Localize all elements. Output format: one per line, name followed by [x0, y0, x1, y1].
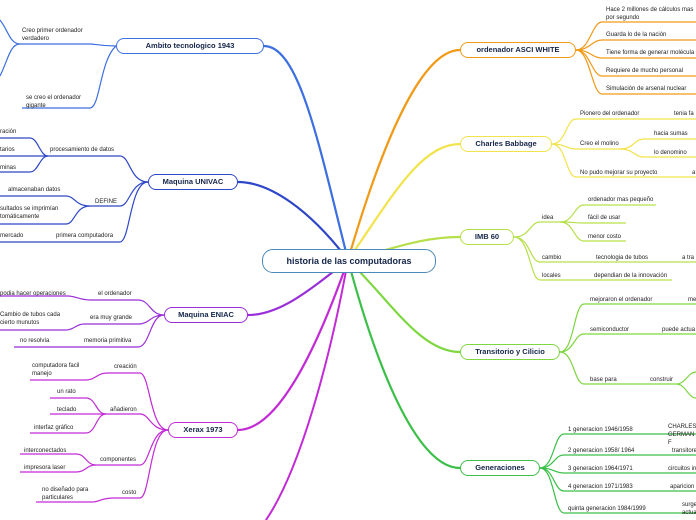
subtopic-procesamiento-child-2[interactable]: tarios: [0, 147, 15, 153]
subtopic-generacion-5[interactable]: quinta generacion 1984/1999: [568, 506, 646, 512]
subtopic-semiconductor[interactable]: semiconductor: [590, 327, 630, 333]
subtopic-era-muy-grande[interactable]: era muy grande: [90, 315, 133, 321]
subtopic-mercado[interactable]: mercado: [0, 233, 24, 239]
subtopic-un-rato[interactable]: un rato: [57, 389, 76, 395]
subtopic-menor-costo[interactable]: menor costo: [588, 234, 622, 240]
subtopic-pionero-ordenador[interactable]: Pionero del ordenador: [580, 111, 640, 117]
subtopic-teclado[interactable]: teclado: [57, 407, 77, 413]
subtopic-podia-hacer-operaciones[interactable]: podia hacer operaciones: [0, 291, 66, 297]
subtopic-memoria-primitiva[interactable]: memoria primitiva: [84, 338, 132, 344]
subtopic-almacenaban-datos[interactable]: almacenaban datos: [8, 187, 61, 193]
subtopic-dependian-innovacion[interactable]: dependian de la innovación: [594, 273, 668, 279]
subtopic-charles-german[interactable]: CHARLES GERMAN F: [668, 424, 696, 446]
central-topic[interactable]: historia de las computadoras: [262, 249, 436, 273]
subtopic-aparicion[interactable]: aparicion: [670, 484, 695, 490]
subtopic-interconectados[interactable]: interconectados: [24, 448, 67, 454]
subtopic-creacion[interactable]: creación: [114, 364, 137, 370]
topic-xerax-1973[interactable]: Xerax 1973: [168, 422, 238, 438]
subtopic-puede-actua[interactable]: puede actua: [662, 327, 696, 333]
subtopic-componentes[interactable]: componentes: [100, 457, 137, 463]
subtopic-interfaz-grafico[interactable]: interfaz gráfico: [34, 425, 74, 431]
subtopic-el-ordenador[interactable]: el ordenador: [98, 291, 132, 297]
subtopic-define[interactable]: DEFINE: [95, 199, 118, 205]
subtopic-locales[interactable]: locales: [542, 273, 561, 279]
subtopic-tecnologia-tubos[interactable]: tecnologia de tubos: [596, 255, 649, 261]
subtopic-procesamiento-child-3[interactable]: minas: [0, 165, 17, 171]
subtopic-a-tra[interactable]: a tra: [682, 255, 695, 261]
subtopic-guarda-nacion[interactable]: Guarda lo de la nación: [606, 32, 667, 38]
subtopic-creo-molino[interactable]: Creo el molino: [580, 141, 619, 147]
subtopic-circuitos-in[interactable]: circuitos in: [668, 466, 696, 472]
subtopic-ordenador-gigante[interactable]: se creo el ordenador gigante: [26, 95, 82, 109]
subtopic-ordenador-mas-pequeno[interactable]: ordenador mas pequeño: [588, 197, 654, 203]
subtopic-arsenal-nuclear[interactable]: Simulación de arsenal nuclear: [606, 86, 687, 92]
subtopic-base-para[interactable]: base para: [590, 377, 617, 383]
topic-maquina-eniac[interactable]: Maquina ENIAC: [164, 307, 248, 323]
subtopic-generacion-2[interactable]: 2 generacion 1958/ 1964: [568, 448, 635, 454]
subtopic-no-disenado-particulares[interactable]: no diseñado para particulares: [42, 487, 89, 501]
subtopic-procesamiento-datos[interactable]: procesamiento de datos: [50, 147, 115, 153]
subtopic-generacion-4[interactable]: 4 generacion 1971/1983: [568, 484, 633, 490]
subtopic-cambio[interactable]: cambio: [542, 255, 562, 261]
subtopic-anadieron[interactable]: añadieron: [110, 407, 137, 413]
topic-ambito-tecnologico[interactable]: Ambito tecnologico 1943: [116, 38, 264, 54]
subtopic-no-resolvia[interactable]: no resolvía: [20, 338, 50, 344]
subtopic-facil-de-usar[interactable]: fácil de usar: [588, 215, 621, 221]
subtopic-me[interactable]: me: [688, 297, 696, 303]
subtopic-idea[interactable]: idea: [542, 215, 554, 221]
topic-imb-60[interactable]: IMB 60: [460, 229, 514, 245]
topic-transitorio-cilicio[interactable]: Transitorio y Cilicio: [460, 344, 560, 360]
subtopic-procesamiento-child-1[interactable]: ración: [0, 129, 17, 135]
subtopic-primera-computadora[interactable]: primera computadora: [56, 233, 114, 239]
subtopic-resultados-impresos[interactable]: sultados se imprimían tomáticamente: [0, 206, 59, 220]
subtopic-babbage-a[interactable]: a: [692, 170, 696, 176]
subtopic-impresora-laser[interactable]: impresora laser: [24, 465, 66, 471]
subtopic-construir[interactable]: construir: [650, 377, 674, 383]
subtopic-creo-primer-ordenador[interactable]: Creo primer ordenador verdadero: [22, 28, 83, 42]
subtopic-computadora-facil-manejo[interactable]: computadora facil manejo: [32, 363, 80, 377]
subtopic-mucho-personal[interactable]: Requiere de mucho personal: [606, 68, 684, 74]
subtopic-transitore[interactable]: transitore: [672, 448, 696, 454]
topic-generaciones[interactable]: Generaciones: [460, 460, 540, 476]
subtopic-cambio-tubos[interactable]: Cambio de tubos cada cierto munutos: [0, 312, 61, 326]
subtopic-generacion-1[interactable]: 1 generacion 1946/1958: [568, 427, 633, 433]
subtopic-costo[interactable]: costo: [122, 490, 137, 496]
subtopic-tenia-fa[interactable]: tenia fa: [674, 111, 694, 117]
topic-ordenador-asci-white[interactable]: ordenador ASCI WHITE: [460, 42, 576, 58]
topic-charles-babbage[interactable]: Charles Babbage: [460, 136, 552, 152]
subtopic-lo-denomino[interactable]: lo denomino: [654, 150, 687, 156]
subtopic-surgen-actual[interactable]: surgen actual: [682, 502, 696, 516]
topic-maquina-univac[interactable]: Maquina UNIVAC: [148, 174, 238, 190]
subtopic-no-pudo-mejorar[interactable]: No pudo mejorar su proyecto: [580, 170, 658, 176]
subtopic-mejoraron-ordenador[interactable]: mejoraron el ordenador: [590, 297, 653, 303]
subtopic-hacia-sumas[interactable]: hacia sumas: [654, 131, 688, 137]
subtopic-millones-calculos[interactable]: Hace 2 millones de cálculos mas por segu…: [606, 7, 694, 21]
subtopic-generacion-3[interactable]: 3 generacion 1964/1971: [568, 466, 633, 472]
subtopic-generar-molecula[interactable]: Tiene forma de generar molécula: [606, 50, 695, 56]
